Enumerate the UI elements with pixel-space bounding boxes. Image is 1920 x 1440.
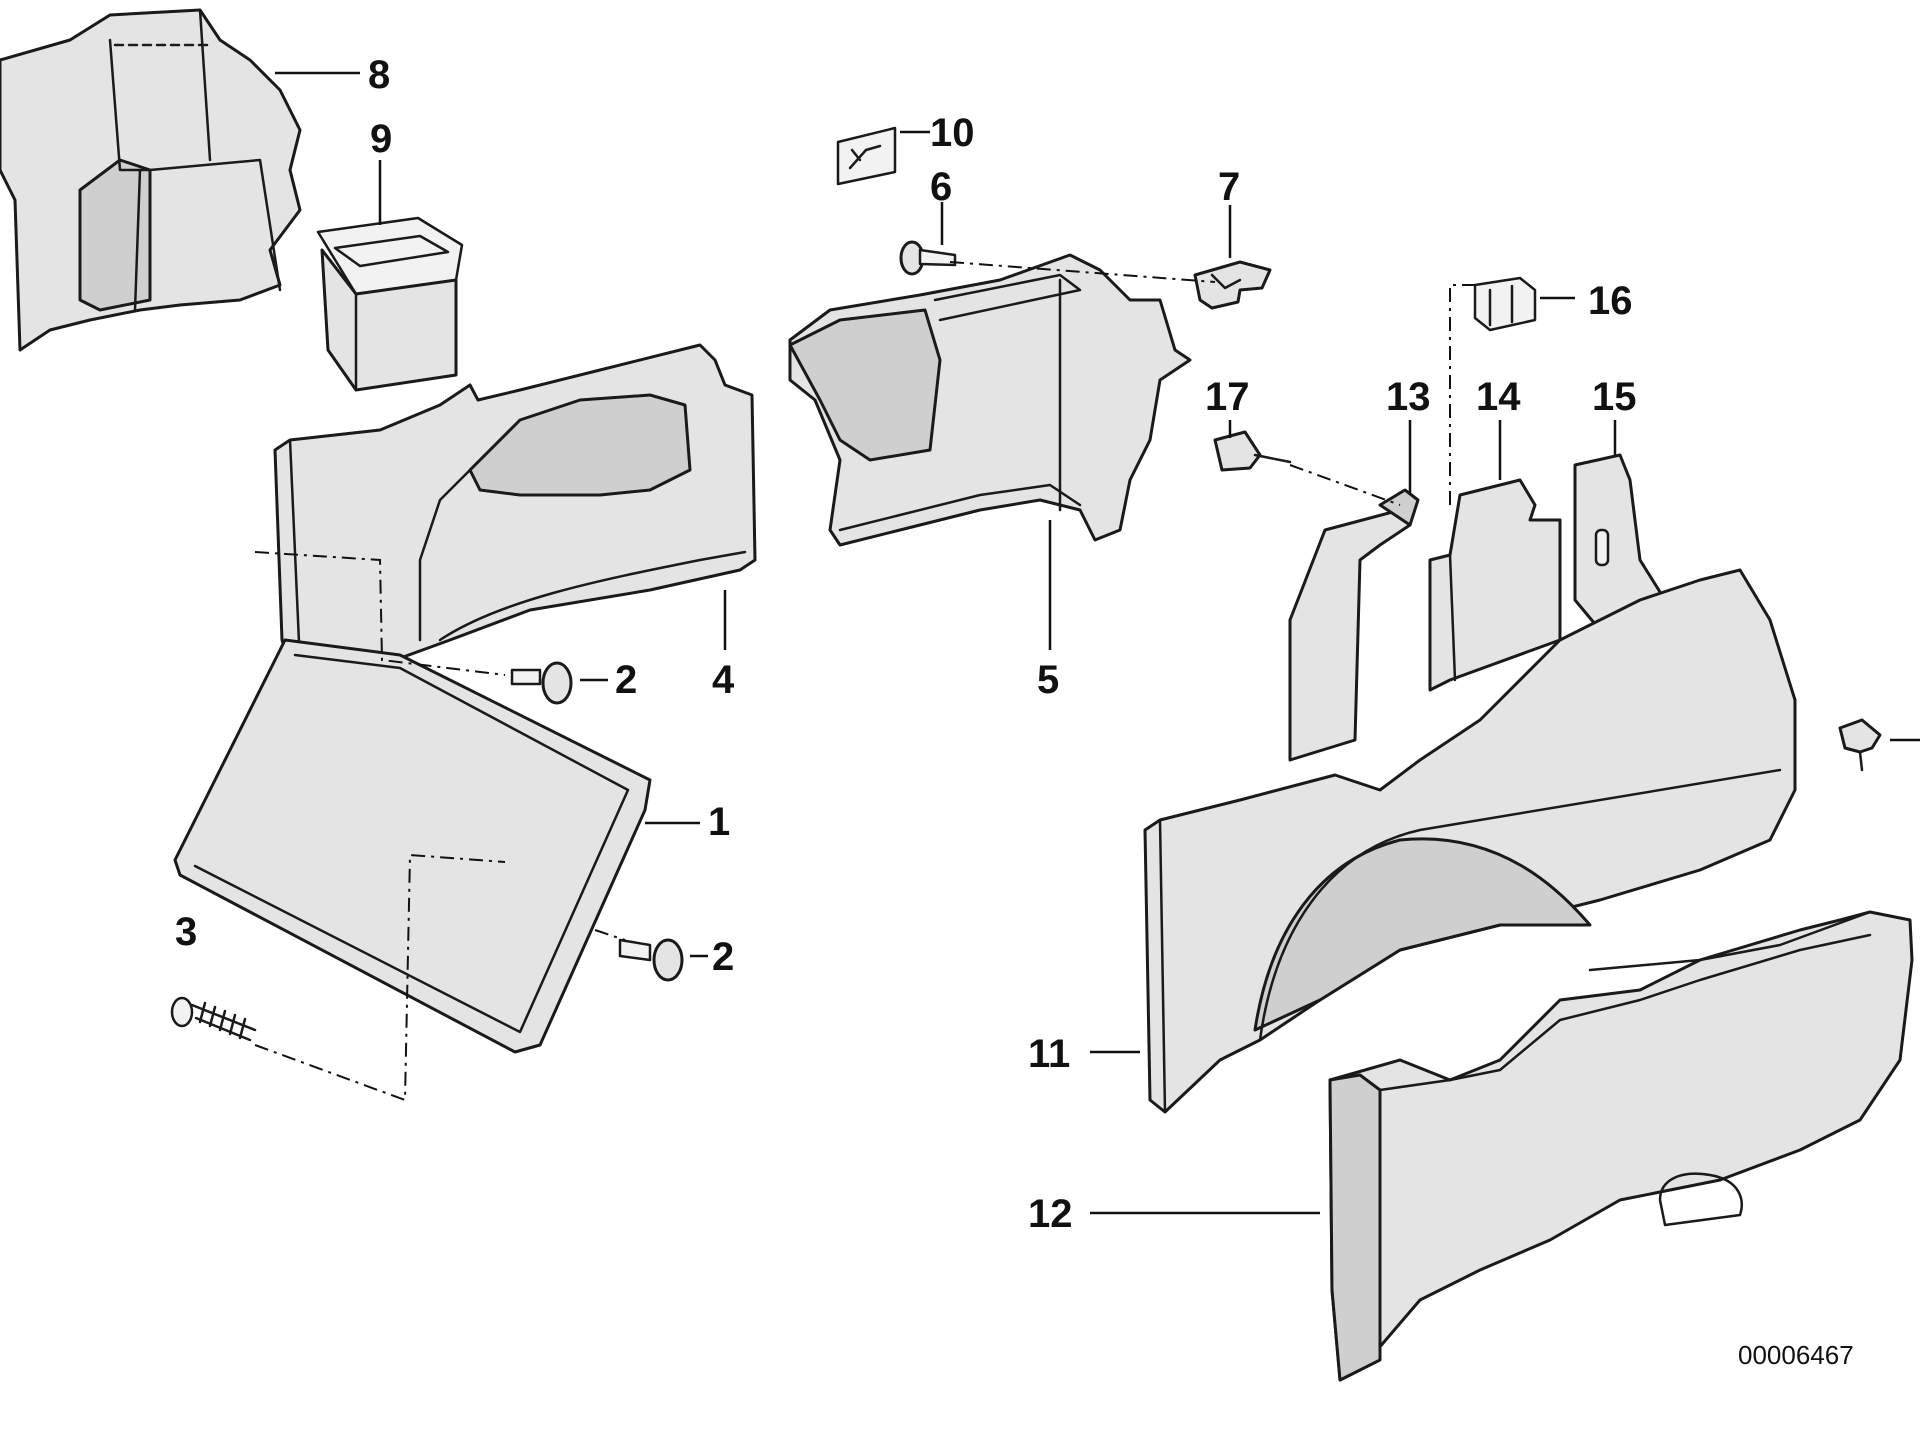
callout-5: 5 [1037,658,1059,702]
part-13-bracket [1288,488,1420,762]
callout-7: 7 [1218,165,1240,209]
part-9-cup [316,216,464,392]
callout-2-lower: 2 [712,935,734,979]
callout-10: 10 [930,111,975,155]
part-5-upper-trim [788,253,1192,547]
callout-12: 12 [1028,1192,1073,1236]
callout-labels: 8 9 10 6 7 16 17 13 14 15 2 4 5 1 3 2 11… [175,53,1854,1370]
callout-6: 6 [930,165,952,209]
callout-3: 3 [175,910,197,954]
callout-9: 9 [370,117,392,161]
part-3-screw [170,996,257,1042]
callout-8: 8 [368,53,390,97]
part-10-label [836,126,897,186]
callout-14: 14 [1476,375,1521,419]
part-16-bracket [1473,276,1537,332]
callout-4: 4 [712,658,735,702]
part-2-clip-lower [618,938,684,982]
part-1-panel [173,638,652,1054]
part-2-clip-upper [510,661,573,705]
part-17-pin [1213,430,1292,472]
alignment-lines [254,261,1475,1102]
part-4-side-panel [273,343,757,667]
part-6-clip [899,240,957,276]
callout-15: 15 [1592,375,1637,419]
callout-17: 17 [1205,375,1250,419]
callout-16: 16 [1588,279,1633,323]
callout-1: 1 [708,800,730,844]
leader-lines [275,71,1920,1215]
callout-11: 11 [1028,1032,1070,1076]
part-12-lower-trim [1328,910,1914,1382]
callout-2-upper: 2 [615,658,637,702]
part-7-hook [1193,260,1272,310]
callout-13: 13 [1386,375,1431,419]
part-8-storage-tray [0,8,302,352]
part-clip-right-edge [1838,718,1882,772]
part-11-wheel-arch-trim [1143,568,1797,1114]
reference-number: 00006467 [1738,1340,1854,1370]
